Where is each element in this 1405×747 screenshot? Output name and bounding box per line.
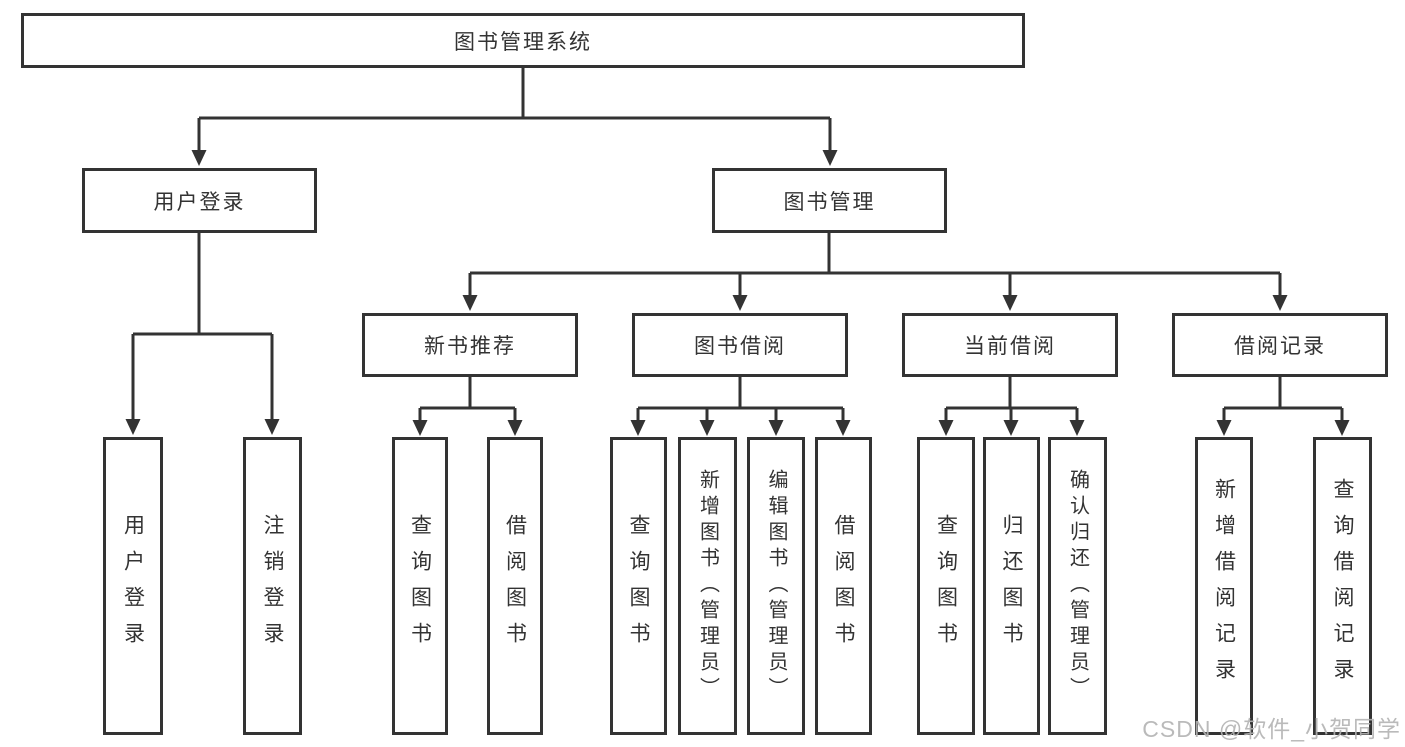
node-new-book-recommend: 新书推荐 (362, 313, 578, 377)
node-add-borrow-record: 新增借阅记录 (1195, 437, 1253, 735)
node-user-login-leaf: 用户登录 (103, 437, 163, 735)
node-user-login-branch: 用户登录 (82, 168, 317, 233)
node-book-management: 图书管理 (712, 168, 947, 233)
node-borrow-records: 借阅记录 (1172, 313, 1388, 377)
node-query-books: 查询图书 (917, 437, 975, 735)
node-borrow-book: 借阅图书 (487, 437, 543, 735)
node-edit-book-admin: 编辑图书（管理员） (747, 437, 805, 735)
node-return-book: 归还图书 (983, 437, 1040, 735)
node-query-books: 查询图书 (610, 437, 667, 735)
node-logout-leaf: 注销登录 (243, 437, 302, 735)
node-query-books: 查询图书 (392, 437, 448, 735)
node-borrow-book: 借阅图书 (815, 437, 872, 735)
arrowheads (125, 150, 1350, 436)
node-confirm-return-admin: 确认归还（管理员） (1048, 437, 1107, 735)
node-add-book-admin: 新增图书（管理员） (678, 437, 737, 735)
node-current-borrow: 当前借阅 (902, 313, 1118, 377)
node-query-borrow-record: 查询借阅记录 (1313, 437, 1372, 735)
node-book-borrow: 图书借阅 (632, 313, 848, 377)
node-library-management-system: 图书管理系统 (21, 13, 1025, 68)
watermark: CSDN @软件_小贺同学 (1142, 716, 1401, 742)
